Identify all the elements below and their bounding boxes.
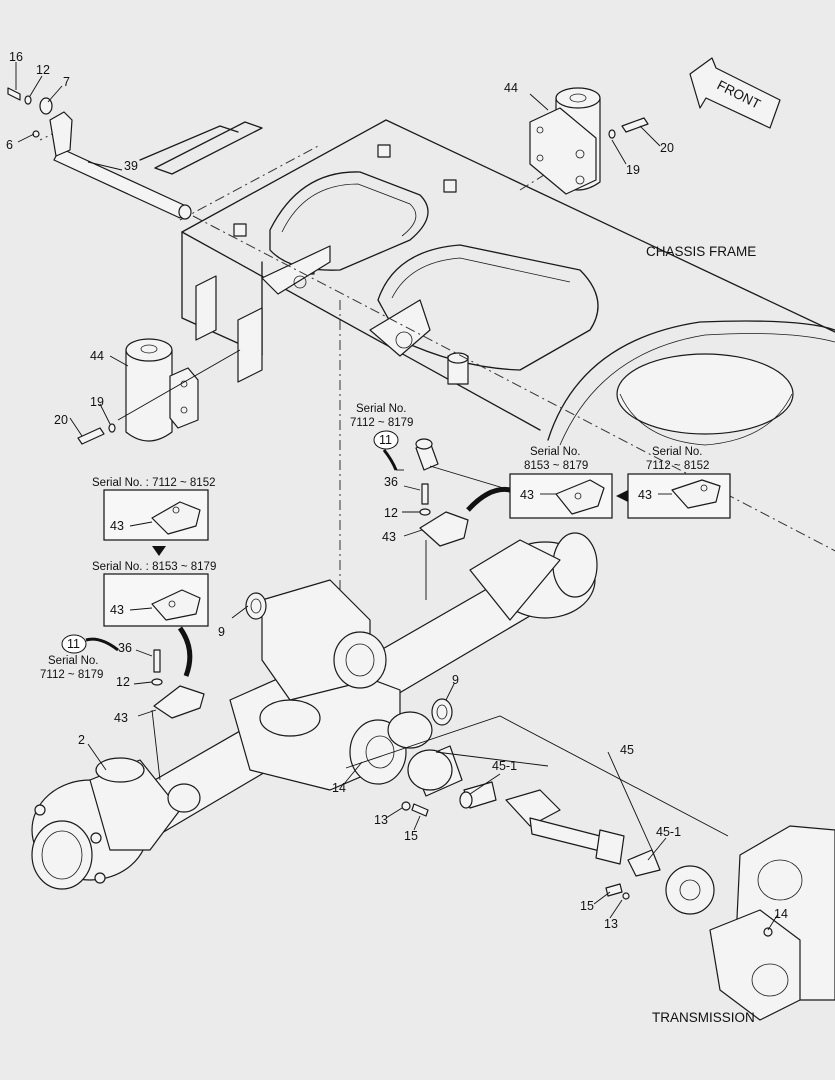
part-43-center: 43	[382, 530, 396, 544]
serial-box-left1: Serial No. : 7112 ~ 8152	[92, 477, 216, 489]
part-9-left: 9	[218, 625, 225, 639]
inset-box-left-7112	[103, 489, 209, 556]
serial-center-range: 7112 ~ 8179	[350, 417, 413, 429]
part-43-left: 43	[114, 711, 128, 725]
o-ring-left	[245, 592, 267, 620]
part-12: 12	[36, 63, 50, 77]
part-43-box-left2: 43	[110, 603, 124, 617]
inset-box-right-8153	[509, 473, 613, 519]
transmission-drawing	[709, 825, 835, 1021]
inset-box-right-7112	[616, 473, 731, 519]
leader-to-inset	[429, 465, 511, 491]
part-43-box-right1: 43	[520, 488, 534, 502]
part-36-center: 36	[384, 475, 398, 489]
part-11-center: 11	[379, 433, 392, 447]
part-2: 2	[78, 733, 85, 747]
part-45-1-upper: 45-1	[492, 759, 517, 773]
part-11-left: 11	[67, 637, 80, 651]
serial-left-range: 7112 ~ 8179	[40, 669, 103, 681]
part-7: 7	[63, 75, 70, 89]
chassis-frame-drawing	[139, 119, 835, 446]
front-direction-arrow: FRONT	[689, 57, 781, 129]
part-12-left: 12	[116, 675, 130, 689]
part-45: 45	[620, 743, 634, 757]
inset-box-left-8153	[103, 573, 209, 627]
serial-box-left2: Serial No. : 8153 ~ 8179	[92, 561, 216, 573]
serial-box-right1-range: 8153 ~ 8179	[524, 460, 588, 472]
part-44-left: 44	[90, 349, 104, 363]
part-16: 16	[9, 50, 23, 64]
part-19-left: 19	[90, 395, 104, 409]
part-15-axle: 15	[404, 829, 418, 843]
part-43-box-right2: 43	[638, 488, 652, 502]
chassis-frame-label: CHASSIS FRAME	[646, 244, 756, 259]
part-9-right: 9	[452, 673, 459, 687]
serial-box-right2-label: Serial No.	[652, 446, 703, 458]
serial-center-label: Serial No.	[356, 403, 407, 415]
part-15-trans: 15	[580, 899, 594, 913]
transmission-label: TRANSMISSION	[652, 1010, 755, 1025]
pad-center	[419, 511, 469, 547]
part-36-left: 36	[118, 641, 132, 655]
serial-box-right2-range: 7112 ~ 8152	[646, 460, 709, 472]
axle-assembly	[31, 532, 598, 890]
callout-11-center	[373, 430, 404, 471]
part-12-center: 12	[384, 506, 398, 520]
part-45-1-lower: 45-1	[656, 825, 681, 839]
cushion-cylinder-left	[77, 338, 241, 445]
pad-left	[153, 685, 205, 719]
callout-11-left	[61, 634, 119, 654]
part-44-top: 44	[504, 81, 518, 95]
part-19-top: 19	[626, 163, 640, 177]
part-20-top: 20	[660, 141, 674, 155]
part-20-left: 20	[54, 413, 68, 427]
serial-left-label: Serial No.	[48, 655, 99, 667]
leader-lines	[15, 62, 779, 931]
serial-box-right1-label: Serial No.	[530, 446, 581, 458]
cushion-cylinder-top	[529, 87, 649, 195]
part-14-trans: 14	[774, 907, 788, 921]
o-ring-right	[431, 698, 453, 726]
part-13-trans: 13	[604, 917, 618, 931]
part-43-box-left1: 43	[110, 519, 124, 533]
driveshaft-assembly	[401, 745, 715, 915]
part-39: 39	[124, 159, 138, 173]
part-13-axle: 13	[374, 813, 388, 827]
pivot-pin-assembly	[7, 87, 192, 220]
part-14-axle: 14	[332, 781, 346, 795]
part-6: 6	[6, 138, 13, 152]
